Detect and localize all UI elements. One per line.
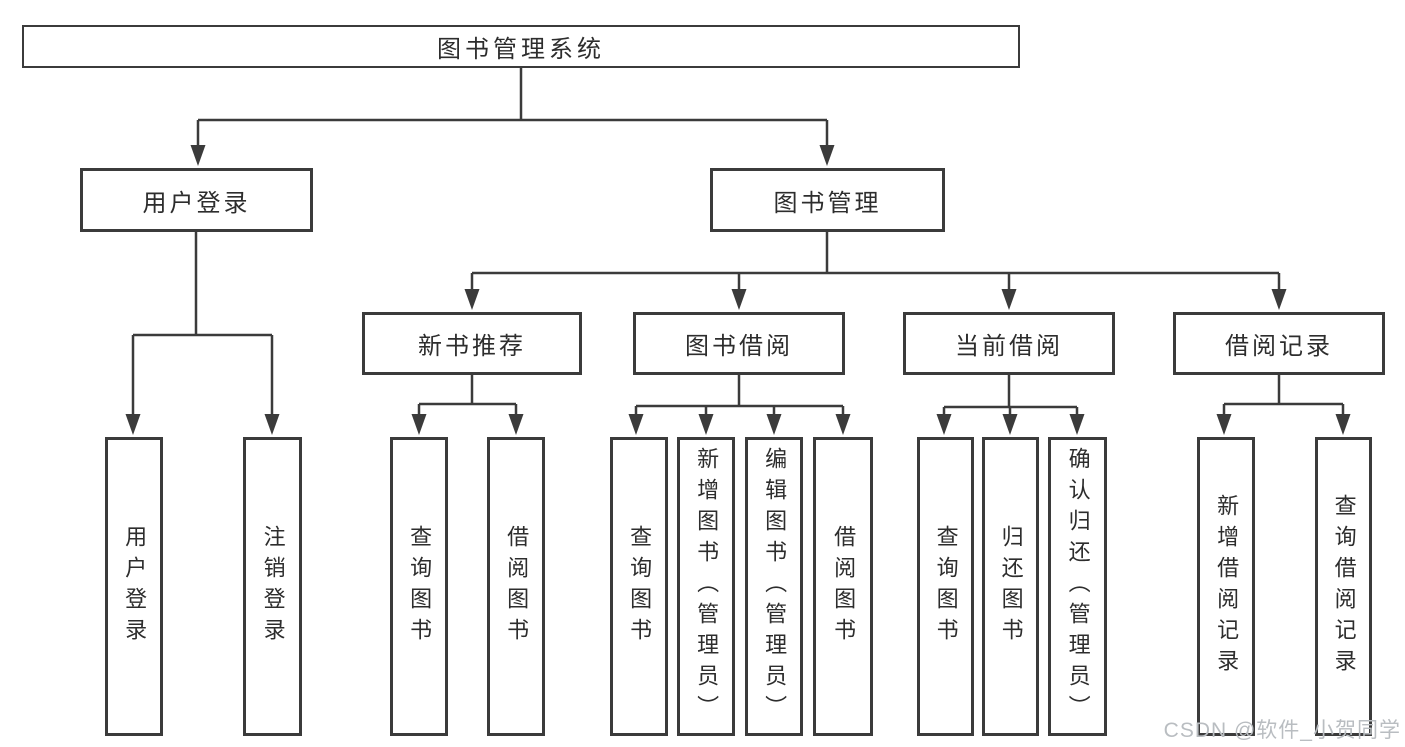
node-book-management: 图书管理 bbox=[710, 168, 945, 232]
leaf-confirm-return-admin: 确认归还（管理员） bbox=[1048, 437, 1107, 736]
leaf-label: 借阅图书 bbox=[504, 524, 530, 649]
node-current-borrow: 当前借阅 bbox=[903, 312, 1115, 375]
leaf-label: 查询图书 bbox=[933, 524, 959, 649]
node-label: 图书管理系统 bbox=[437, 36, 605, 63]
leaf-label: 归还图书 bbox=[998, 524, 1024, 649]
leaf-label: 确认归还（管理员） bbox=[1065, 447, 1091, 726]
leaf-label: 新增图书（管理员） bbox=[694, 447, 720, 726]
leaf-return-books: 归还图书 bbox=[982, 437, 1039, 736]
node-label: 图书借阅 bbox=[685, 333, 793, 360]
node-user-login: 用户登录 bbox=[80, 168, 313, 232]
leaf-label: 新增借阅记录 bbox=[1214, 493, 1240, 680]
leaf-label: 用户登录 bbox=[122, 524, 148, 649]
node-book-management-system: 图书管理系统 bbox=[22, 25, 1020, 68]
leaf-query-books-recommend: 查询图书 bbox=[390, 437, 448, 736]
node-label: 借阅记录 bbox=[1225, 333, 1333, 360]
node-label: 当前借阅 bbox=[955, 333, 1063, 360]
leaf-label: 注销登录 bbox=[260, 524, 286, 649]
node-label: 用户登录 bbox=[142, 189, 251, 217]
leaf-user-login: 用户登录 bbox=[105, 437, 163, 736]
node-borrow-record: 借阅记录 bbox=[1173, 312, 1385, 375]
csdn-watermark: CSDN @软件_小贺同学 bbox=[1163, 719, 1401, 742]
leaf-query-borrow-record: 查询借阅记录 bbox=[1315, 437, 1372, 736]
leaf-borrow-books: 借阅图书 bbox=[813, 437, 873, 736]
leaf-borrow-books-recommend: 借阅图书 bbox=[487, 437, 545, 736]
leaf-add-borrow-record: 新增借阅记录 bbox=[1197, 437, 1255, 736]
node-book-borrow: 图书借阅 bbox=[633, 312, 845, 375]
leaf-logout: 注销登录 bbox=[243, 437, 302, 736]
leaf-add-books-admin: 新增图书（管理员） bbox=[677, 437, 735, 736]
node-label: 图书管理 bbox=[773, 189, 882, 217]
node-label: 新书推荐 bbox=[418, 333, 526, 360]
leaf-label: 借阅图书 bbox=[831, 524, 857, 649]
leaf-query-books-current: 查询图书 bbox=[917, 437, 974, 736]
leaf-label: 查询借阅记录 bbox=[1331, 493, 1357, 680]
leaf-label: 编辑图书（管理员） bbox=[762, 447, 788, 726]
leaf-edit-books-admin: 编辑图书（管理员） bbox=[745, 437, 803, 736]
node-new-book-recommend: 新书推荐 bbox=[362, 312, 582, 375]
leaf-label: 查询图书 bbox=[627, 524, 653, 649]
leaf-label: 查询图书 bbox=[407, 524, 433, 649]
leaf-query-books-borrow: 查询图书 bbox=[610, 437, 668, 736]
